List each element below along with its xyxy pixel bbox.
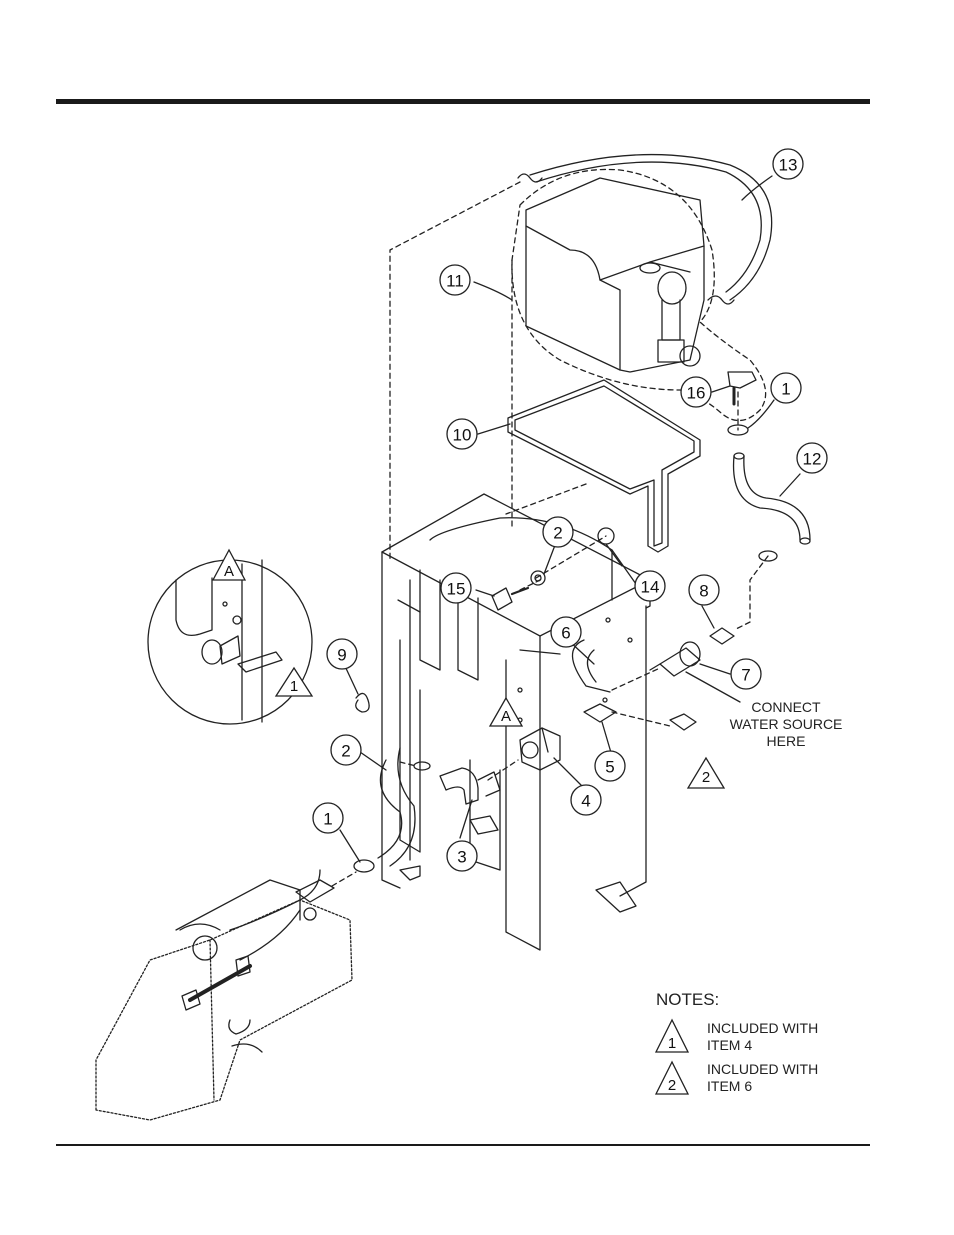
- callout-label: 9: [337, 646, 346, 665]
- legend-symbol-1: 1: [668, 1035, 676, 1052]
- callout-label: 6: [561, 624, 570, 643]
- callout-label: 3: [457, 848, 466, 867]
- callout-label: 13: [779, 156, 798, 175]
- nipple-fitting: [710, 628, 734, 644]
- callout-label: 4: [581, 792, 590, 811]
- callout-label: 12: [803, 450, 822, 469]
- callout-label: 10: [453, 426, 472, 445]
- callout-1: 1: [313, 803, 343, 833]
- callout-5: 5: [595, 751, 625, 781]
- notes-title: NOTES:: [656, 990, 719, 1010]
- callout-7: 7: [731, 659, 761, 689]
- callout-label: 8: [699, 582, 708, 601]
- leader-lines: [340, 176, 800, 862]
- note2-marker-label: 2: [702, 769, 710, 786]
- water-tank: [526, 178, 704, 372]
- legend-triangle-1: 1: [656, 1020, 688, 1052]
- machine-parts: [176, 870, 334, 1052]
- legend-triangle-2: 2: [656, 1062, 688, 1094]
- detail-marker-triangle: A: [213, 550, 245, 580]
- u-fitting: [572, 640, 610, 692]
- note2-marker-triangle: 2: [688, 758, 724, 788]
- callout-label: 14: [641, 578, 660, 597]
- callout-11: 11: [440, 265, 470, 295]
- annotation-line-2: WATER SOURCE: [716, 716, 856, 733]
- detail-marker-label: A: [224, 563, 234, 580]
- nut: [670, 714, 696, 730]
- callout-label: 1: [323, 810, 332, 829]
- callout-label: 1: [781, 380, 790, 399]
- callout-2: 2: [331, 735, 361, 765]
- callout-15: 15: [441, 573, 471, 603]
- tank-fitting: [728, 372, 756, 388]
- callout-16: 16: [681, 377, 711, 407]
- legend-symbol-2: 2: [668, 1077, 676, 1094]
- callout-1: 1: [771, 373, 801, 403]
- tank-gasket: [508, 380, 700, 552]
- callout-2: 2: [543, 517, 573, 547]
- note-2-line-2: ITEM 6: [707, 1078, 818, 1095]
- callout-label: 2: [553, 524, 562, 543]
- water-source-annotation: CONNECT WATER SOURCE HERE: [716, 699, 856, 750]
- callout-label: 11: [446, 272, 464, 291]
- callout-label: 15: [447, 580, 466, 599]
- inlet-fitting: [650, 642, 700, 676]
- callout-12: 12: [797, 443, 827, 473]
- callout-label: 5: [605, 758, 614, 777]
- callout-6: 6: [551, 617, 581, 647]
- hose-clamp-bottom: [354, 860, 374, 872]
- note-1-line-2: ITEM 4: [707, 1037, 818, 1054]
- valve-marker-triangle: A: [490, 698, 522, 726]
- note-2-text: INCLUDED WITH ITEM 6: [707, 1061, 818, 1095]
- detail-view: [148, 560, 312, 724]
- callout-13: 13: [773, 149, 803, 179]
- callout-4: 4: [571, 785, 601, 815]
- note-1-line-1: INCLUDED WITH: [707, 1020, 818, 1037]
- callout-label: 2: [341, 742, 350, 761]
- annotation-line-3: HERE: [716, 733, 856, 750]
- callout-label: 7: [741, 666, 750, 685]
- adapter: [584, 704, 616, 722]
- callout-9: 9: [327, 639, 357, 669]
- callout-14: 14: [635, 571, 665, 601]
- callout-8: 8: [689, 575, 719, 605]
- annotation-line-1: CONNECT: [716, 699, 856, 716]
- hose-clamp-lower: [414, 762, 430, 770]
- washer: [531, 571, 545, 585]
- o-ring: [356, 693, 369, 712]
- elbow-connector: [440, 768, 478, 804]
- callout-10: 10: [447, 419, 477, 449]
- machine-housing: [96, 900, 352, 1120]
- note1-marker-label: 1: [290, 678, 298, 695]
- elbow-fitting: [492, 588, 512, 610]
- note-2-line-1: INCLUDED WITH: [707, 1061, 818, 1078]
- callout-label: 16: [687, 384, 706, 403]
- callout-3: 3: [447, 841, 477, 871]
- valve-marker-label: A: [501, 708, 511, 725]
- note-1-text: INCLUDED WITH ITEM 4: [707, 1020, 818, 1054]
